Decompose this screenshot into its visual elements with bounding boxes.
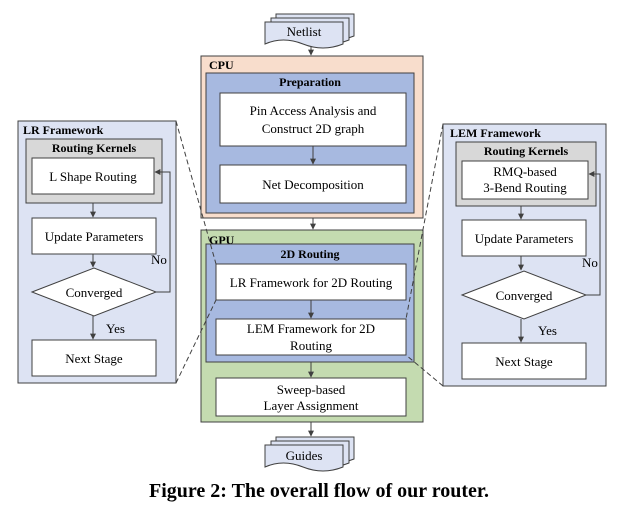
routing-2d-title: 2D Routing: [280, 247, 339, 261]
zoom-line-lr-bottom: [175, 299, 217, 384]
lem-kernel-line1: RMQ-based: [493, 164, 557, 179]
lem-framework-title: LEM Framework: [450, 126, 541, 140]
lem-update-box: [461, 219, 587, 257]
lem-converged-label: Converged: [496, 288, 553, 303]
pin-access-line1: Pin Access Analysis and: [250, 103, 377, 118]
lr-framework-2d-label: LR Framework for 2D Routing: [230, 275, 393, 290]
lr-yes-label: Yes: [106, 321, 125, 336]
lr-kernels-title: Routing Kernels: [52, 141, 137, 155]
lr-loop-arrow: [154, 169, 171, 293]
preparation-title: Preparation: [279, 75, 341, 89]
lr-update-label: Update Parameters: [45, 229, 144, 244]
figure-caption: Figure 2: The overall flow of our router…: [149, 480, 489, 502]
lem-next-stage-label: Next Stage: [495, 354, 553, 369]
lr-update-box: [31, 217, 157, 255]
lem-kernel-box: [461, 160, 589, 200]
layer-assignment-line2: Layer Assignment: [264, 398, 359, 413]
pin-access-line2: Construct 2D graph: [262, 121, 365, 136]
lem-kernels-title: Routing Kernels: [484, 144, 569, 158]
layer-assignment-box: [215, 377, 407, 417]
zoom-line-lr-top: [175, 120, 217, 265]
lem-loop-arrow: [586, 171, 601, 296]
lr-next-stage-box: [31, 339, 157, 377]
lem-framework-2d-line1: LEM Framework for 2D: [247, 321, 375, 336]
lem-next-stage-box: [461, 342, 587, 380]
zoom-line-lem-bottom: [405, 354, 444, 387]
zoom-line-lem-top: [405, 123, 444, 320]
net-decomposition-box: [219, 164, 407, 204]
netlist-label: Netlist: [287, 24, 322, 39]
pin-access-box: [219, 92, 407, 147]
lem-framework-2d-line2: Routing: [290, 338, 332, 353]
lr-converged-label: Converged: [66, 285, 123, 300]
guides-document: Guides: [264, 436, 355, 472]
lem-kernel-line2: 3-Bend Routing: [483, 180, 567, 195]
lem-update-label: Update Parameters: [475, 231, 574, 246]
lr-framework-title: LR Framework: [23, 123, 104, 137]
lr-no-label: No: [151, 252, 167, 267]
netlist-document: Netlist: [264, 13, 355, 49]
lem-framework-2d-box: [215, 318, 407, 356]
lr-kernel-label: L Shape Routing: [49, 169, 137, 184]
flow-diagram: Netlist CPU Preparation Pin Access Analy…: [17, 13, 607, 472]
layer-assignment-line1: Sweep-based: [277, 382, 346, 397]
lem-yes-label: Yes: [538, 323, 557, 338]
lr-next-stage-label: Next Stage: [65, 351, 123, 366]
cpu-title: CPU: [209, 58, 234, 72]
guides-label: Guides: [286, 448, 323, 463]
lr-kernel-box: [31, 157, 155, 195]
lem-no-label: No: [582, 255, 598, 270]
net-decomposition-label: Net Decomposition: [262, 177, 364, 192]
